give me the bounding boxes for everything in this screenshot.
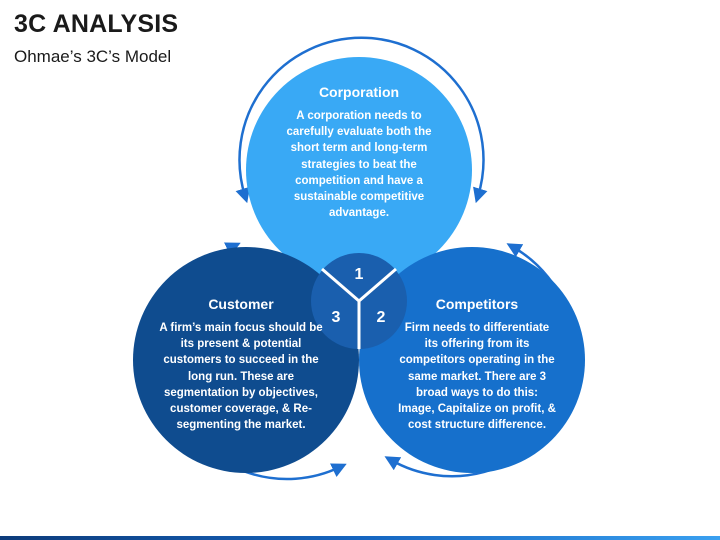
- corporation-content: Corporation A corporation needs to caref…: [276, 84, 442, 221]
- divider-top-left: [321, 267, 360, 303]
- page-subtitle: Ohmae’s 3C’s Model: [14, 47, 172, 66]
- corporation-circle: [246, 57, 472, 283]
- competitors-number: 2: [376, 309, 386, 326]
- competitors-title: Competitors: [435, 296, 519, 312]
- corporation-title: Corporation: [318, 84, 400, 100]
- competitors-circle: [359, 247, 585, 473]
- customer-number: 3: [331, 309, 341, 326]
- customer-text: A firm’s main focus should be its presen…: [159, 322, 323, 432]
- divider-top-right: [358, 267, 397, 303]
- customer-content: Customer A firm’s main focus should be i…: [155, 296, 327, 433]
- page-title: 3C ANALYSIS: [14, 10, 179, 38]
- customer-title: Customer: [208, 296, 274, 312]
- competitors-text: Firm needs to differentiate its offering…: [398, 322, 556, 432]
- bottom-accent-bar: [0, 536, 720, 540]
- customer-circle: [133, 247, 359, 473]
- corporation-text: A corporation needs to carefully evaluat…: [286, 110, 432, 220]
- corporation-cycle-arrow: [235, 36, 488, 204]
- competitors-content: Competitors Firm needs to differentiate …: [397, 296, 557, 433]
- corporation-number: 1: [354, 266, 364, 283]
